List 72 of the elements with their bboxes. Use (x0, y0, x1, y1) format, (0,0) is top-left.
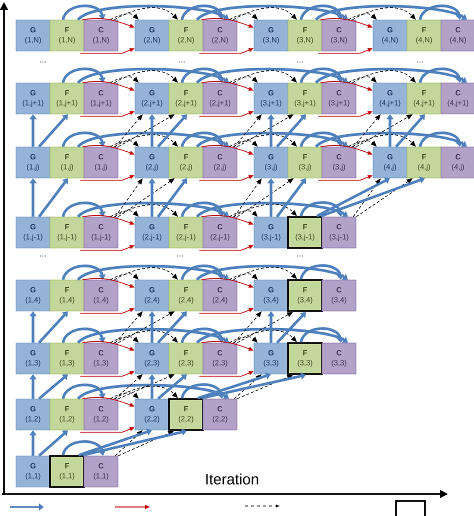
dashed-arrow (232, 134, 297, 148)
arrow (418, 4, 463, 20)
arrow (180, 202, 225, 218)
arrow (157, 311, 187, 344)
arrow (315, 68, 467, 84)
arrow (300, 264, 344, 280)
arrow (395, 114, 425, 148)
arrow (418, 68, 463, 84)
dashed-arrow (352, 134, 416, 148)
arrow (62, 440, 106, 456)
arrow (77, 132, 229, 148)
arrow (276, 114, 306, 148)
dashed-arrow (232, 266, 297, 280)
arrow (320, 176, 425, 218)
dashed-arrow (114, 134, 178, 148)
dashed-arrow (114, 330, 178, 344)
arrow (196, 264, 348, 281)
arrow (196, 328, 348, 344)
dashed-arrow (232, 204, 297, 218)
dashed-arrow (114, 267, 178, 280)
arrow (196, 202, 348, 218)
arrow (196, 132, 348, 148)
dashed-arrow (114, 7, 178, 20)
dashed-arrow (232, 330, 297, 344)
arrow (77, 4, 229, 21)
dashed-arrow (352, 7, 416, 20)
arrow (180, 328, 225, 344)
arrow (300, 132, 344, 148)
arrow (300, 68, 344, 84)
arrow (62, 328, 106, 344)
arrow (77, 264, 229, 281)
arrow (62, 132, 106, 148)
dashed-arrow (114, 386, 178, 400)
arrow (77, 384, 229, 400)
arrow (180, 68, 225, 84)
dashed-arrow (114, 70, 178, 84)
arrow (300, 201, 344, 217)
axis-label: Iteration (206, 474, 258, 484)
arrow (196, 4, 348, 21)
dashed-arrow (232, 70, 297, 84)
arrow (316, 177, 390, 218)
arrow (180, 383, 225, 399)
arrow (180, 4, 225, 20)
arrow (300, 327, 344, 343)
arrow (77, 68, 229, 84)
arrow (197, 372, 271, 400)
arrow (38, 430, 68, 457)
arrow (38, 374, 68, 400)
arrow (77, 328, 229, 344)
dashed-arrow (232, 7, 297, 20)
arrow (38, 311, 68, 344)
arrow (157, 374, 187, 400)
arrow (62, 68, 106, 84)
dashed-arrow (352, 70, 416, 84)
arrow (157, 114, 187, 148)
arrow (315, 132, 467, 148)
arrow (418, 132, 463, 148)
arrow (77, 202, 229, 218)
arrow (300, 4, 344, 20)
arrow (180, 132, 225, 148)
arrow (62, 4, 106, 20)
arrow (82, 428, 187, 456)
arrow (62, 384, 106, 400)
arrow (78, 428, 152, 456)
arrow (180, 264, 225, 280)
dashed-arrow (114, 204, 178, 218)
arrow (196, 68, 348, 84)
arrow (202, 372, 306, 400)
arrow (62, 202, 106, 218)
arrow (62, 264, 106, 280)
arrow (38, 114, 68, 148)
arrow (315, 4, 467, 21)
